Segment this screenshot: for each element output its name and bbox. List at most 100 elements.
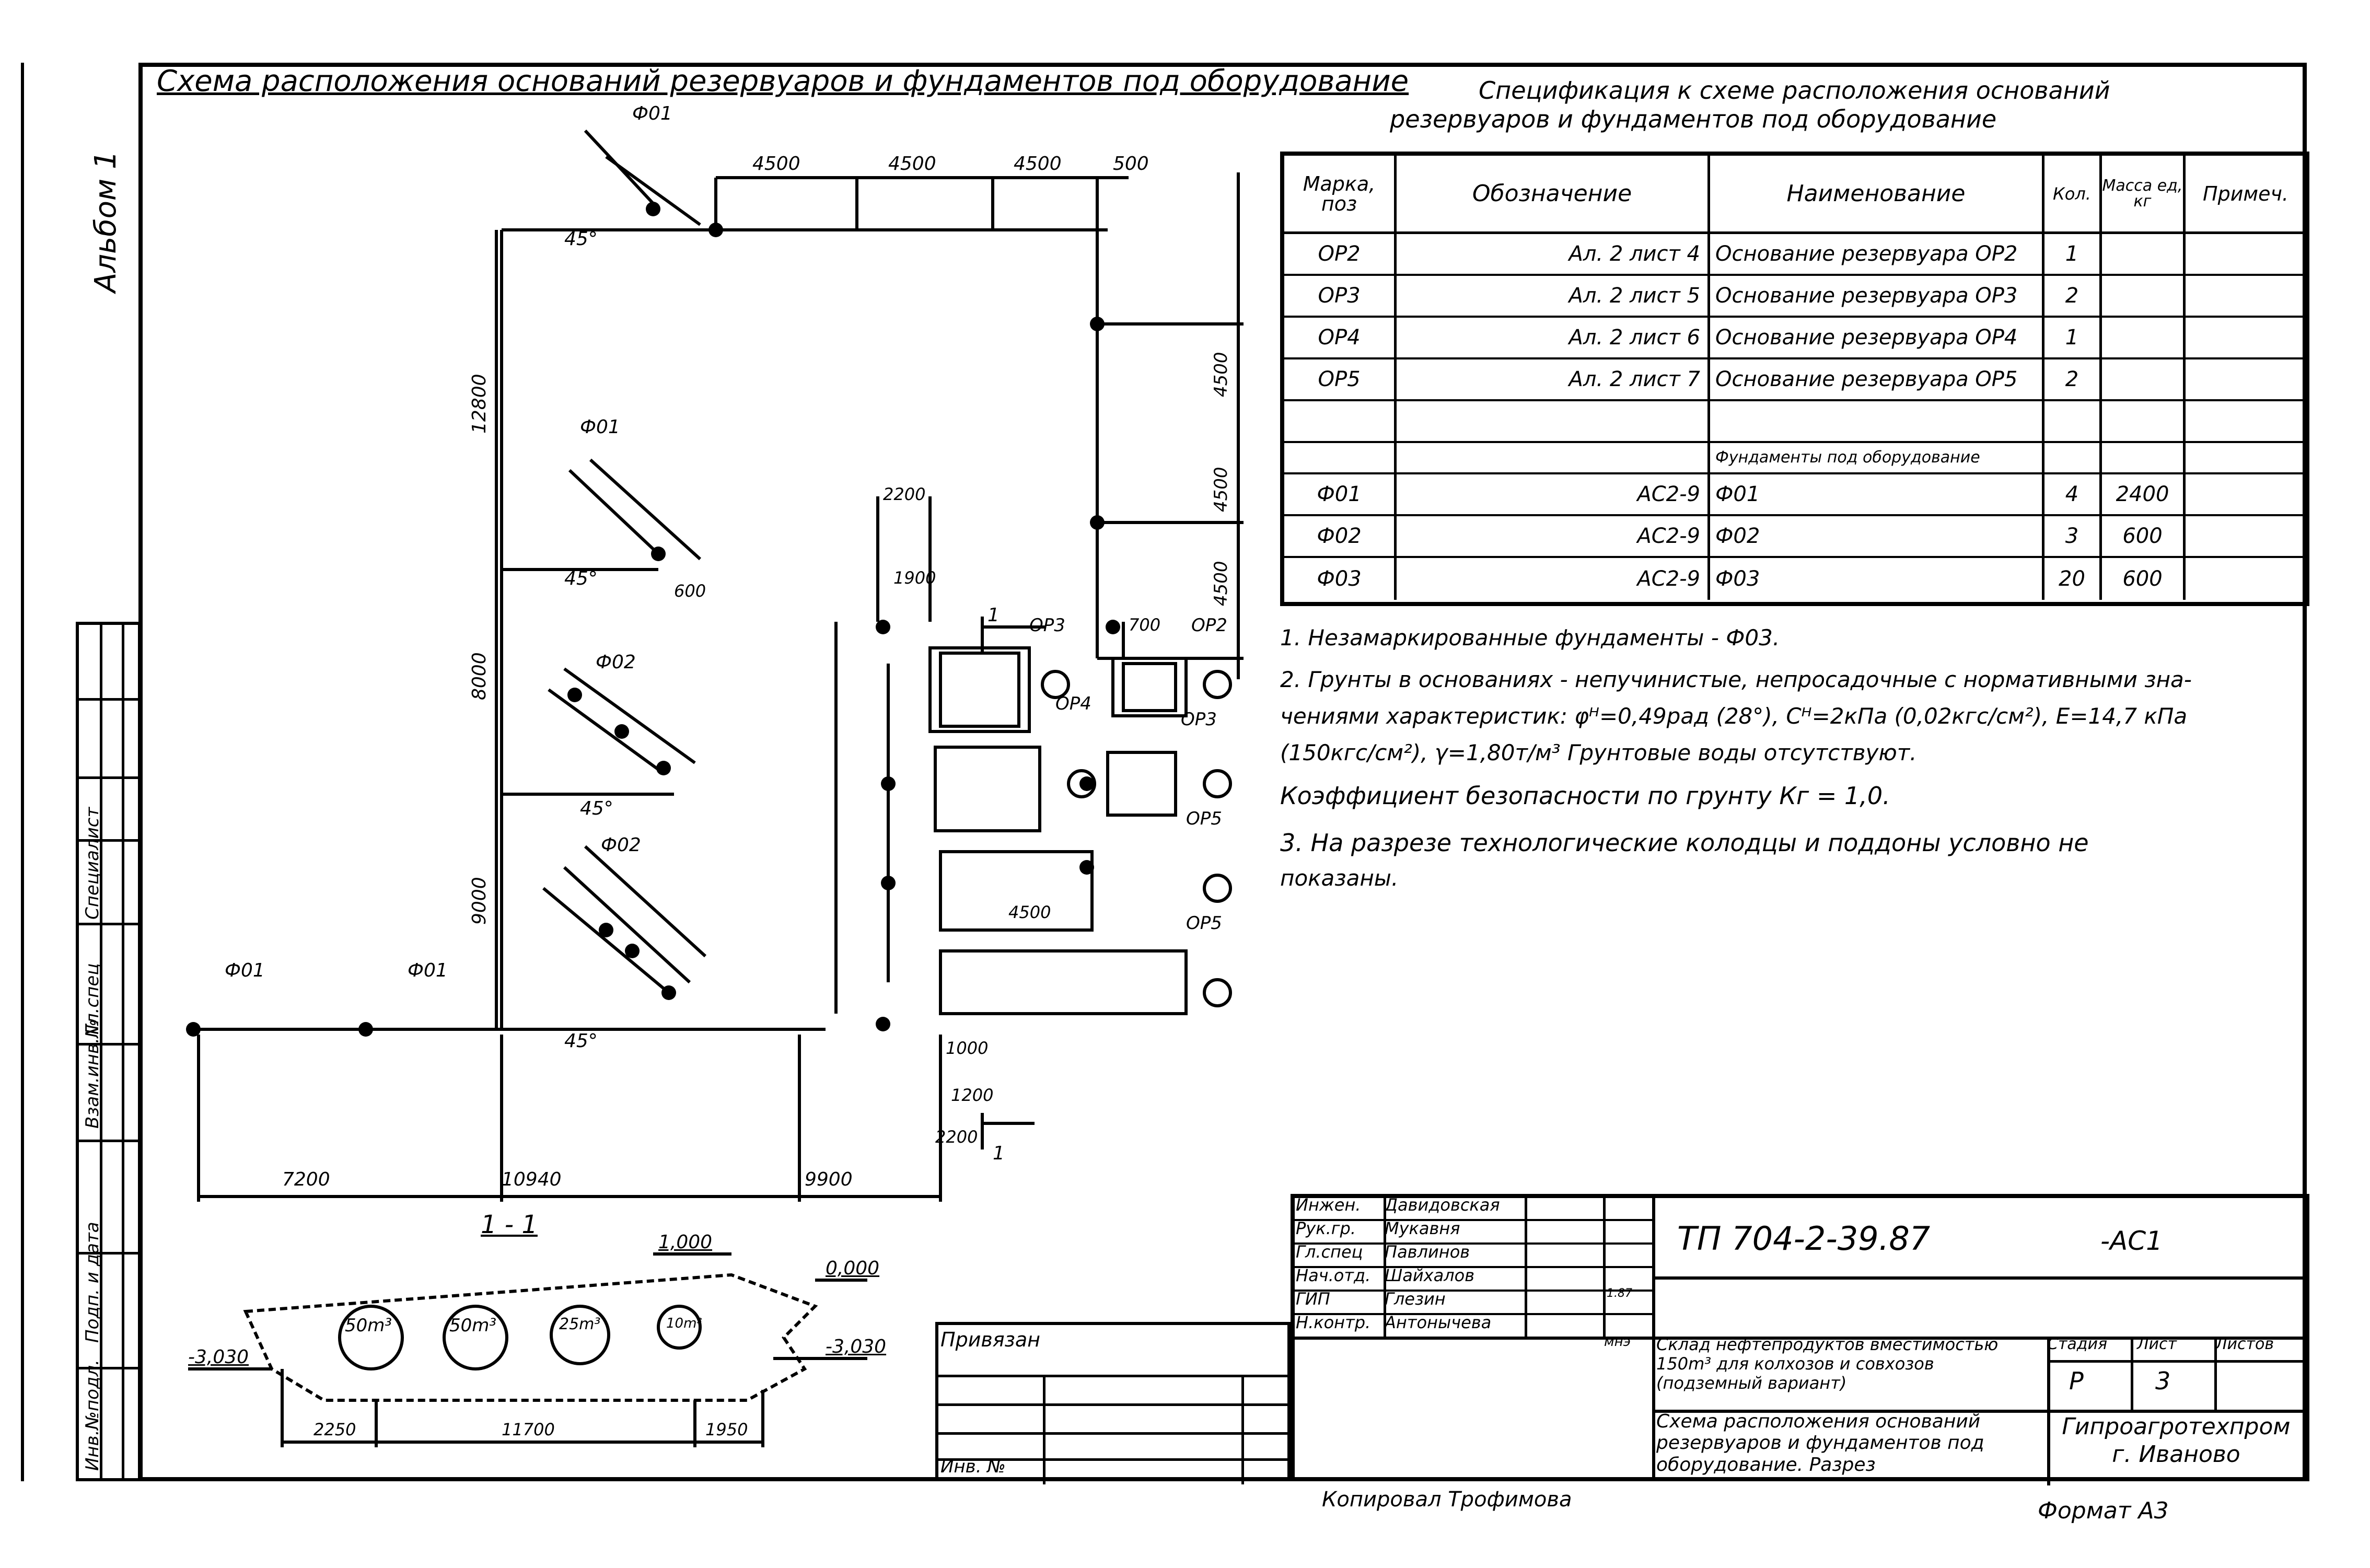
level-2: 0,000 (826, 1258, 880, 1279)
spec-cell (1284, 443, 1397, 474)
spec-cell: АС2-9 (1397, 474, 1710, 516)
privyazan-label: Привязан (940, 1328, 1040, 1351)
spec-cell (2186, 474, 2306, 516)
spec-cell (2186, 516, 2306, 558)
dim-1000: 1000 (946, 1038, 989, 1058)
tb-role: ГИП (1296, 1289, 1330, 1309)
spec-cell (2186, 558, 2306, 600)
section-mark-top: 1 (987, 605, 1000, 626)
tb-name: Глезин (1385, 1289, 1446, 1309)
section-dim-2: 11700 (502, 1420, 555, 1439)
spec-cell (2102, 443, 2186, 474)
level-3: -3,030 (826, 1336, 887, 1357)
project-code: ТП 704-2-39.87 (1677, 1219, 1931, 1258)
spec-cell: Основание резервуара ОР2 (1710, 234, 2044, 276)
label-op3-b: ОР3 (1181, 709, 1217, 730)
title-date: 1.87 (1607, 1287, 1632, 1300)
spec-cell: ОР2 (1284, 234, 1397, 276)
drawing-name: Схема расположения оснований резервуаров… (1656, 1411, 1984, 1476)
label-fo1-left2: Ф01 (408, 960, 448, 981)
spec-table: Марка, поз Обозначение Наименование Кол.… (1280, 152, 2309, 606)
stage-label: Стадия (2047, 1335, 2108, 1353)
note-4: (150кгс/см²), γ=1,80т/м³ Грунтовые воды … (1280, 740, 1917, 765)
spec-cell: АС2-9 (1397, 516, 1710, 558)
title-mnsh: мнэ (1604, 1334, 1631, 1350)
spec-cell: Ал. 2 лист 6 (1397, 318, 1710, 359)
level-1: 1,000 (658, 1232, 713, 1253)
tb-name: Антонычева (1385, 1313, 1492, 1332)
tb-name: Давидовская (1385, 1195, 1500, 1215)
spec-cell (2044, 401, 2102, 443)
stage-value: Р (2069, 1367, 2084, 1395)
tb-name: Мукавня (1385, 1218, 1460, 1238)
spec-cell: 4 (2044, 474, 2102, 516)
spec-cell: 2 (2044, 359, 2102, 401)
spec-cell: Ф03 (1284, 558, 1397, 600)
spec-cell: АС2-9 (1397, 558, 1710, 600)
label-fo2-2: Ф02 (601, 834, 641, 856)
tb-role: Рук.гр. (1296, 1218, 1356, 1238)
tank-3: 25m³ (559, 1315, 601, 1333)
section-dim-3: 1950 (705, 1420, 748, 1439)
spec-cell: Основание резервуара ОР4 (1710, 318, 2044, 359)
dim-1200: 1200 (951, 1085, 994, 1105)
spec-header-mark: Марка, поз (1284, 156, 1397, 234)
spec-cell (2102, 401, 2186, 443)
spec-cell: ОР4 (1284, 318, 1397, 359)
tb-role: Нач.отд. (1296, 1265, 1371, 1285)
spec-cell: 600 (2102, 516, 2186, 558)
sheet-label: Лист (2137, 1335, 2177, 1353)
label-op4: ОР4 (1055, 693, 1091, 714)
tb-name: Шайхалов (1385, 1265, 1475, 1285)
label-op5-a: ОР5 (1186, 808, 1222, 829)
dim-left-3: 9000 (469, 877, 490, 925)
spec-cell (2186, 443, 2306, 474)
drawing-title: Схема расположения оснований резервуаров… (157, 64, 1409, 98)
spec-cell (2186, 318, 2306, 359)
spec-cell (2102, 276, 2186, 318)
spec-cell: Ф03 (1710, 558, 2044, 600)
spec-cell: 2 (2044, 276, 2102, 318)
angle-2: 45° (564, 568, 598, 589)
sheets-label: Листов (2215, 1335, 2274, 1353)
label-op2: ОР2 (1191, 615, 1227, 636)
spec-cell: 2400 (2102, 474, 2186, 516)
spec-cell: Ф02 (1284, 516, 1397, 558)
spec-header-mass: Масса ед, кг (2102, 156, 2186, 234)
spec-header-qty: Кол. (2044, 156, 2102, 234)
spec-header-note: Примеч. (2186, 156, 2306, 234)
spec-cell (2102, 318, 2186, 359)
spec-cell: ОР5 (1284, 359, 1397, 401)
spec-title-2: резервуаров и фундаментов под оборудован… (1390, 105, 1997, 133)
tb-role: Н.контр. (1296, 1313, 1371, 1332)
dim-bottom-1: 7200 (282, 1169, 330, 1190)
dim-top-4: 500 (1113, 153, 1149, 175)
spec-cell: Ал. 2 лист 7 (1397, 359, 1710, 401)
angle-1: 45° (564, 228, 598, 250)
note-3: чениями характеристик: φᴴ=0,49рад (28°),… (1280, 703, 2188, 729)
dim-4500-mid: 4500 (1008, 902, 1051, 922)
dim-1900: 1900 (893, 568, 936, 588)
spec-cell (1397, 443, 1710, 474)
spec-cell: 3 (2044, 516, 2102, 558)
sheet-value: 3 (2155, 1367, 2171, 1395)
dim-left-1: 12800 (469, 374, 490, 434)
tb-role: Инжен. (1296, 1195, 1361, 1215)
tank-1: 50m³ (345, 1315, 392, 1336)
dim-700: 700 (1129, 615, 1161, 635)
label-fo1-left1: Ф01 (225, 960, 265, 981)
copied-by: Копировал Трофимова (1322, 1488, 1572, 1512)
note-7: показаны. (1280, 865, 1399, 891)
dim-600: 600 (674, 581, 706, 601)
spec-cell: 20 (2044, 558, 2102, 600)
spec-cell: Ал. 2 лист 5 (1397, 276, 1710, 318)
spec-cell (2186, 234, 2306, 276)
label-fo1-mid: Ф01 (580, 416, 620, 438)
label-op5-b: ОР5 (1186, 913, 1222, 934)
object-name: Склад нефтепродуктов вместимостью 150m³ … (1656, 1334, 1999, 1393)
spec-cell (2102, 234, 2186, 276)
spec-header-designation: Обозначение (1397, 156, 1710, 234)
left-margin-line (21, 63, 24, 1481)
